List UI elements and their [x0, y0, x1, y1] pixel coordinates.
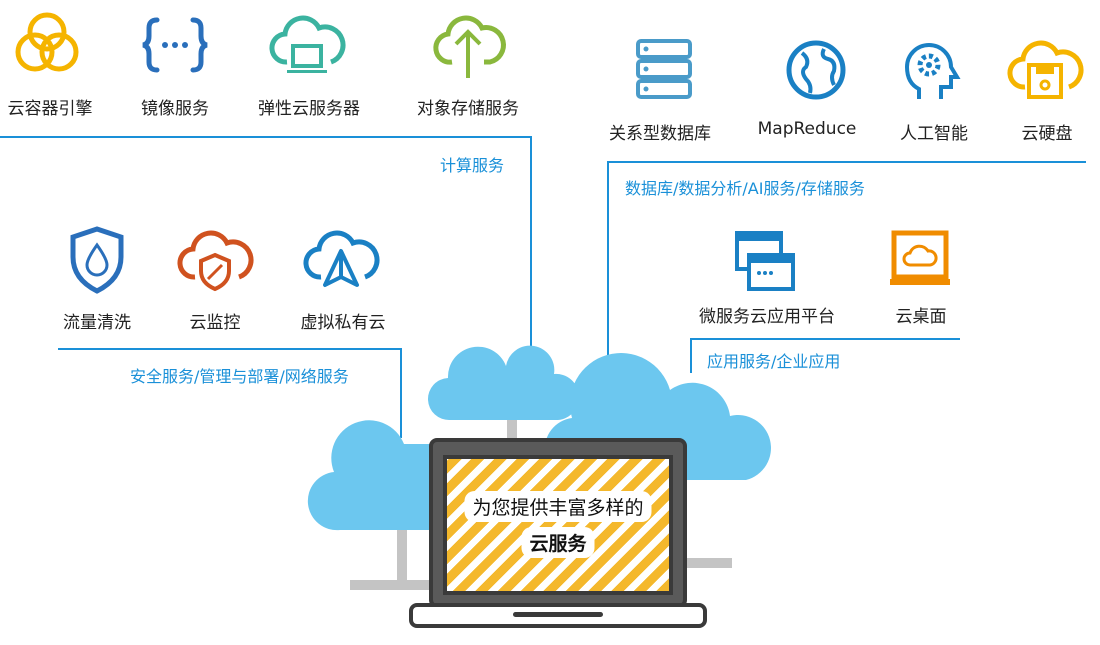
compute-frame-right: [530, 136, 532, 356]
compute-section-label: 计算服务: [440, 156, 505, 175]
laptop-screen: 为您提供丰富多样的 云服务: [443, 455, 673, 595]
item-label: 云监控: [189, 313, 241, 333]
security-frame-right: [400, 348, 402, 438]
apps-frame-left: [690, 338, 692, 373]
screen-line-1: 为您提供丰富多样的: [464, 491, 652, 522]
braces-icon: [142, 17, 208, 73]
item-label: 镜像服务: [141, 99, 209, 119]
laptop-frame: 为您提供丰富多样的 云服务: [429, 438, 687, 608]
item-label: 云硬盘: [1021, 124, 1073, 144]
connector: [680, 558, 732, 568]
screen-line-2: 云服务: [521, 527, 595, 558]
connector: [350, 580, 435, 590]
connector: [397, 528, 407, 590]
security-section-label: 安全服务/管理与部署/网络服务: [130, 367, 349, 386]
shield-drop-icon: [70, 226, 124, 294]
cloud-disk-icon: [1007, 40, 1084, 99]
cloud-shield-icon: [177, 230, 254, 292]
laptop-trackpad: [513, 612, 603, 617]
compute-frame-top: [0, 136, 532, 138]
rings-icon: [15, 12, 79, 72]
windows-stack-icon: [735, 231, 795, 291]
data-frame-left: [607, 161, 609, 371]
desktop-cloud-icon: [890, 230, 950, 285]
item-label: 云桌面: [895, 307, 947, 327]
cloud-top: [427, 345, 580, 421]
connector: [507, 418, 517, 442]
data-section-label: 数据库/数据分析/AI服务/存储服务: [625, 179, 865, 198]
item-label: 虚拟私有云: [300, 313, 386, 333]
cloud-server-icon: [269, 15, 346, 73]
apps-section-label: 应用服务/企业应用: [707, 352, 841, 371]
item-label: 流量清洗: [63, 313, 131, 333]
item-label: 云容器引擎: [7, 99, 93, 119]
cloud-left: [307, 420, 444, 531]
item-label: MapReduce: [757, 119, 857, 139]
item-label: 人工智能: [900, 124, 968, 144]
item-label: 微服务云应用平台: [699, 307, 835, 327]
item-label: 对象存储服务: [417, 99, 519, 119]
cloud-upload-icon: [433, 15, 506, 78]
apps-frame-top: [690, 338, 960, 340]
data-frame-top: [607, 161, 1086, 163]
item-label: 关系型数据库: [609, 124, 711, 144]
database-server-icon: [636, 39, 692, 99]
globe-icon: [786, 40, 846, 100]
ai-head-gear-icon: [904, 43, 961, 99]
security-frame-top: [58, 348, 402, 350]
cloud-network-icon: [303, 230, 380, 287]
laptop-base: [409, 603, 707, 628]
item-label: 弹性云服务器: [258, 99, 360, 119]
